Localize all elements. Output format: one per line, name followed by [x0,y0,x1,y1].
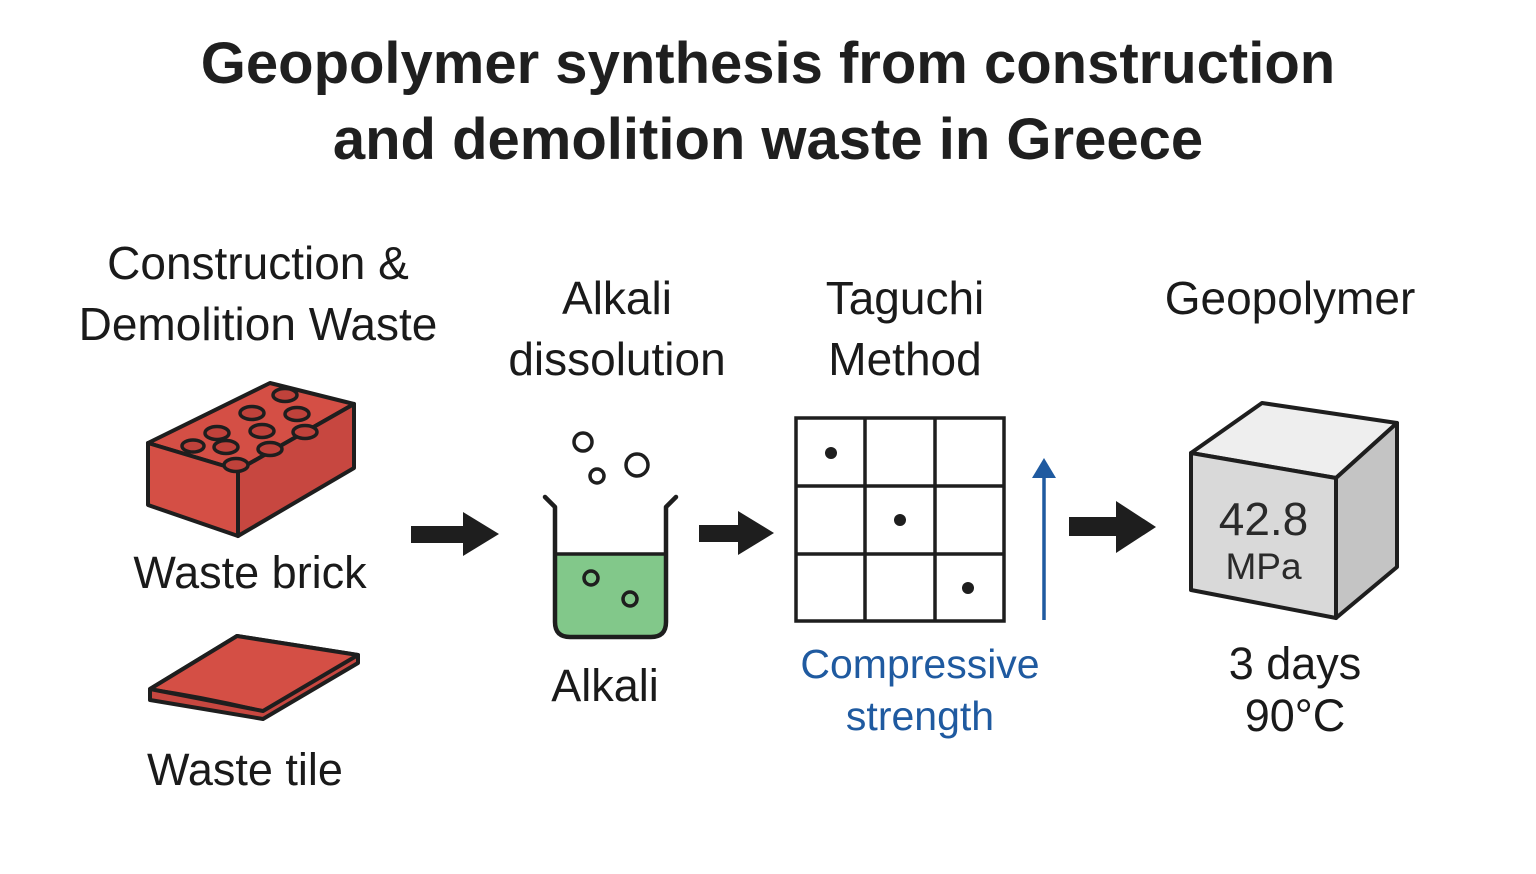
stage-geopolymer-heading: Geopolymer [1130,268,1450,329]
curing-conditions: 3 days 90°C [1165,638,1425,742]
stage-alkali-heading: Alkali dissolution [487,268,747,390]
strength-line-2: strength [845,693,995,739]
stage-waste-line-1: Construction & [107,237,409,289]
title-line-1: Geopolymer synthesis from construction [200,31,1336,96]
cube-icon [1189,401,1399,620]
right-arrow-icon [411,512,499,556]
up-arrow-icon [1032,458,1056,620]
title-line-2: and demolition waste in Greece [332,107,1204,172]
stage-taguchi-line-1: Taguchi [825,272,985,324]
curing-temperature: 90°C [1244,690,1346,741]
taguchi-grid-icon [794,416,1006,623]
stage-alkali-line-1: Alkali [562,272,672,324]
stage-waste-line-2: Demolition Waste [78,298,438,350]
right-arrow-icon [1069,501,1156,553]
alkali-label: Alkali [551,660,659,711]
stage-waste-heading: Construction & Demolition Waste [40,233,476,355]
stage-geopolymer-line-1: Geopolymer [1164,272,1416,324]
stage-taguchi-heading: Taguchi Method [785,268,1025,390]
tile-icon [148,634,360,721]
compressive-strength-label: Compressive strength [760,638,1080,742]
strength-number: 42.8 [1218,493,1309,545]
right-arrow-icon [699,511,774,555]
diagram-title: Geopolymer synthesis from construction a… [0,26,1536,178]
waste-brick-label: Waste brick [133,547,367,598]
strength-unit: MPa [1225,546,1302,587]
strength-value: 42.8 MPa [1191,492,1336,588]
brick-icon [146,381,356,538]
beaker-icon [542,494,679,640]
stage-taguchi-line-2: Method [828,333,982,385]
bubble-icon [572,431,594,453]
bubble-icon [588,467,606,485]
stage-alkali-line-2: dissolution [508,333,726,385]
curing-time: 3 days [1228,638,1362,689]
strength-line-1: Compressive [800,641,1040,687]
waste-tile-label: Waste tile [147,744,343,795]
bubble-icon [624,452,650,478]
